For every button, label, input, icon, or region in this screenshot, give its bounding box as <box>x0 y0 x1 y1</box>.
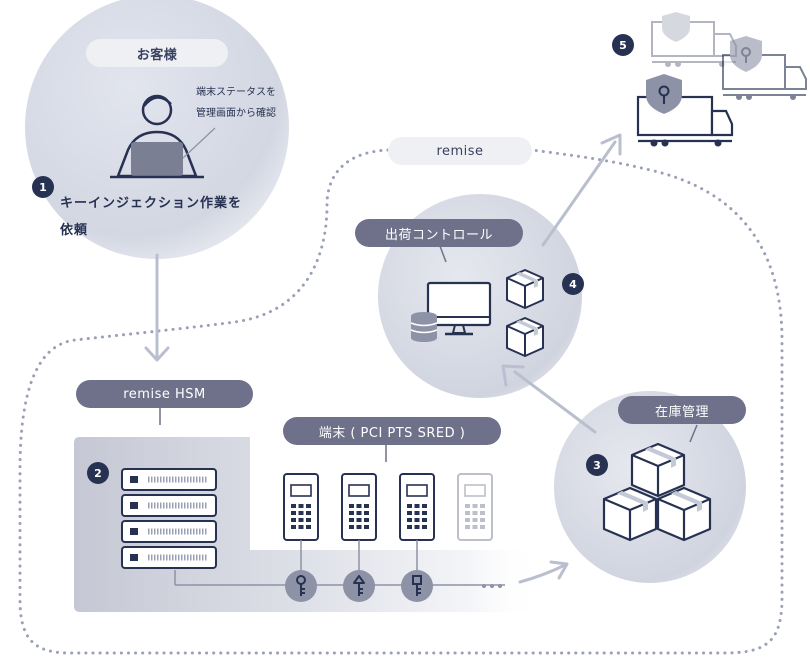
remise-label: remise <box>388 137 532 165</box>
remise-boundary <box>18 148 784 655</box>
inventory-label: 在庫管理 <box>618 396 746 424</box>
hsm-label: remise HSM <box>76 380 253 408</box>
step-badge-2: 2 <box>87 462 109 484</box>
terminal-status-text-line2: 管理画面から確認 <box>196 108 276 119</box>
flow-arrows <box>144 133 622 584</box>
terminal-status-text-line1: 端末ステータスを <box>196 87 276 98</box>
terminal-label: 端末 ( PCI PTS SRED ) <box>283 417 501 445</box>
payment-terminal-icon <box>283 473 493 541</box>
step-badge-3: 3 <box>586 454 608 476</box>
monitor-database-icon <box>410 281 492 342</box>
key-injection-text-line1: キーインジェクション作業を <box>60 196 243 211</box>
person-laptop-icon <box>110 94 216 179</box>
customer-label: お客様 <box>86 39 228 67</box>
key-icon <box>285 570 433 602</box>
step-badge-4: 4 <box>562 273 584 295</box>
shipping-label: 出荷コントロール <box>355 219 523 247</box>
step-badge-5: 5 <box>612 34 634 56</box>
step-badge-1: 1 <box>32 176 54 198</box>
key-injection-text-line2: 依頼 <box>60 223 89 238</box>
customer-circle <box>25 0 289 259</box>
shield-truck-icon <box>636 12 807 147</box>
